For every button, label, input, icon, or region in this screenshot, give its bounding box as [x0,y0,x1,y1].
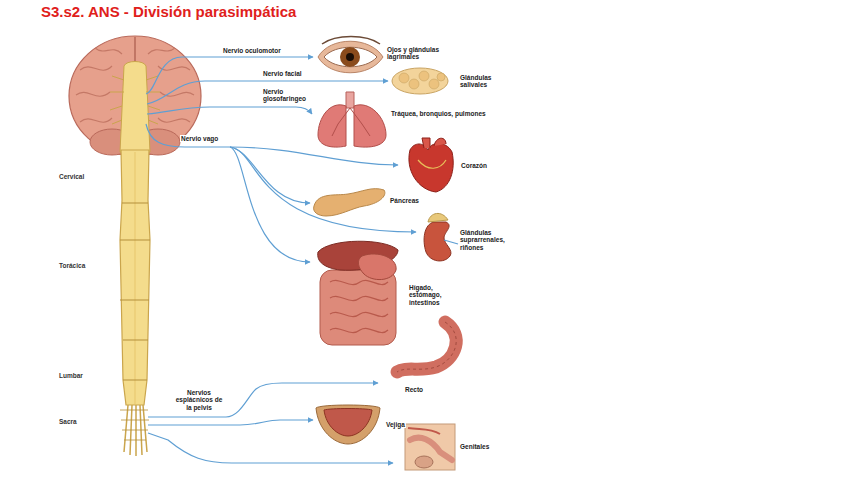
rectum [397,322,456,372]
genitals [405,424,455,470]
lungs [318,92,386,147]
lobule [437,73,445,81]
vagus-branch [230,147,416,232]
testis [415,456,433,468]
spinal-cord-midline [135,152,136,404]
region-label: Sacra [58,418,78,425]
spinal-cord-body [120,150,150,405]
nerve-label: Nervio oculomotor [222,47,282,54]
brainstem [120,62,150,153]
organ-label: Vejiga [385,421,406,428]
pancreas [314,189,385,216]
lobule [409,79,419,89]
kidney-body [424,222,451,261]
lobule [419,71,429,81]
salivary-glands [392,68,448,94]
gland-lobules [399,71,445,89]
organ-label: Genitales [459,443,490,450]
organ-label: Glándulas suprarrenales, riñones [459,229,519,251]
adrenal-gland [428,213,448,222]
trachea [346,92,354,108]
eye-skin [318,41,383,73]
organ-label: Recto [404,386,424,393]
organ-label: Ojos y glándulas lagrimales [386,46,452,61]
lung-right [354,105,386,147]
kidney [424,213,458,261]
vagus-branch [230,147,398,165]
penis [410,438,452,460]
lung-left [318,105,346,147]
bladder [316,405,380,444]
gland-body [392,68,448,94]
organ-label: Glándulas salivales [459,74,507,89]
sacral-segments [120,410,149,440]
nerve-lines [146,57,416,463]
slide-title: S3.s2. ANS - División parasimpática [41,3,296,20]
heart [409,138,453,192]
region-label: Torácica [58,262,86,269]
intestine-coils [330,280,388,332]
rectum-folds [397,322,456,372]
lobule [399,73,409,83]
eyebrow [322,37,380,45]
urethra [408,428,440,434]
region-label: Lumbar [58,372,84,379]
cranial-nerve-roots [110,76,160,124]
eye-pupil [346,53,354,61]
digestive-organs [318,241,398,345]
nerve-label: Nervio vago [180,135,219,142]
organ-label: Hígado, estómago, intestinos [408,284,452,306]
bronchi [332,108,370,136]
region-label: Cervical [58,173,85,180]
pelvic-line [148,420,313,425]
nerve-label: Nervio glosofaringeo [262,88,319,103]
intestines [320,270,396,345]
brain-gyri [76,48,122,122]
heart-vessels [422,138,446,148]
eye [318,37,383,73]
vagus-branch [230,147,310,203]
bladder-lumen [324,409,372,437]
organ-label: Páncreas [389,197,420,204]
organ-label: Corazón [460,162,488,169]
coronary-fat [418,160,446,168]
lobule [429,79,439,89]
organ-label: Tráquea, bronquios, pulmones [390,110,487,117]
cauda-equina [124,405,147,456]
spinal-cord [120,150,150,456]
stomach [358,254,396,280]
genital-region [405,424,455,470]
vagus-branch [230,147,310,262]
eye-white [324,47,377,67]
vagus-trunk [146,124,230,147]
ureter [444,240,458,244]
segment-lines [120,203,150,380]
heart-body [409,144,453,193]
bladder-wall [316,405,380,444]
eye-iris [340,47,360,67]
nerve-label: Nervios esplácnicos de la pelvis [172,389,226,411]
glossopharyngeal-line [147,107,312,114]
nerve-label: Nervio facial [262,70,303,77]
